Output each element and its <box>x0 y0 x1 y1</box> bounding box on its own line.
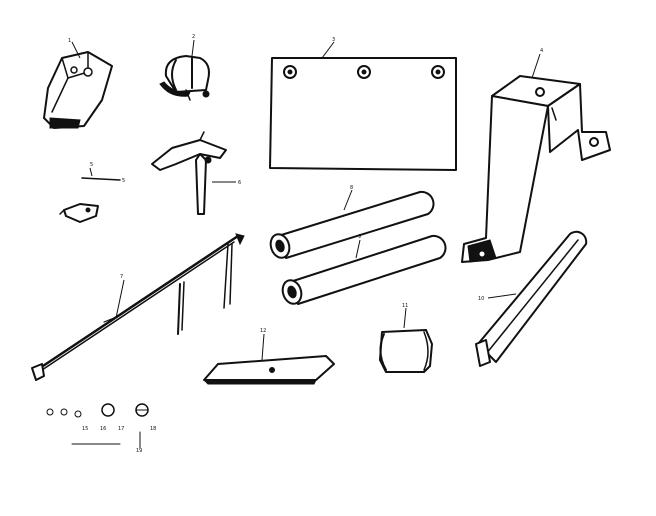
part-10-channel <box>475 230 588 367</box>
part-7-rod-assembly <box>31 233 245 381</box>
label-part-4: 4 <box>540 48 543 54</box>
part-2-fitting <box>159 39 210 101</box>
label-part-2: 2 <box>192 34 195 40</box>
label-small-a: 15 <box>82 426 88 432</box>
label-small-b: 16 <box>100 426 106 432</box>
label-part-11: 11 <box>402 303 408 309</box>
part-5-screw <box>59 167 121 223</box>
part-12-blade <box>202 333 335 385</box>
part-3-plate <box>269 41 457 171</box>
label-part-7: 7 <box>120 274 123 280</box>
part-8-tube-upper <box>269 189 435 259</box>
label-small-e: 19 <box>136 448 142 454</box>
label-part-5a: 5 <box>90 162 93 168</box>
small-hardware-cluster <box>46 403 149 449</box>
part-9-tube-lower <box>281 234 447 305</box>
label-part-12: 12 <box>260 328 266 334</box>
label-part-6: 6 <box>238 180 241 186</box>
label-small-c: 17 <box>118 426 124 432</box>
label-part-10: 10 <box>478 296 484 302</box>
label-part-1: 1 <box>68 38 71 44</box>
part-11-sleeve <box>379 307 433 373</box>
label-part-5b: 5 <box>122 178 125 184</box>
label-part-3: 3 <box>332 37 335 43</box>
part-6-t-wrench <box>151 131 236 215</box>
part-1-block <box>43 41 113 129</box>
part-4-bracket <box>461 53 611 263</box>
label-part-9: 9 <box>358 234 361 240</box>
label-small-d: 18 <box>150 426 156 432</box>
label-part-8: 8 <box>350 185 353 191</box>
